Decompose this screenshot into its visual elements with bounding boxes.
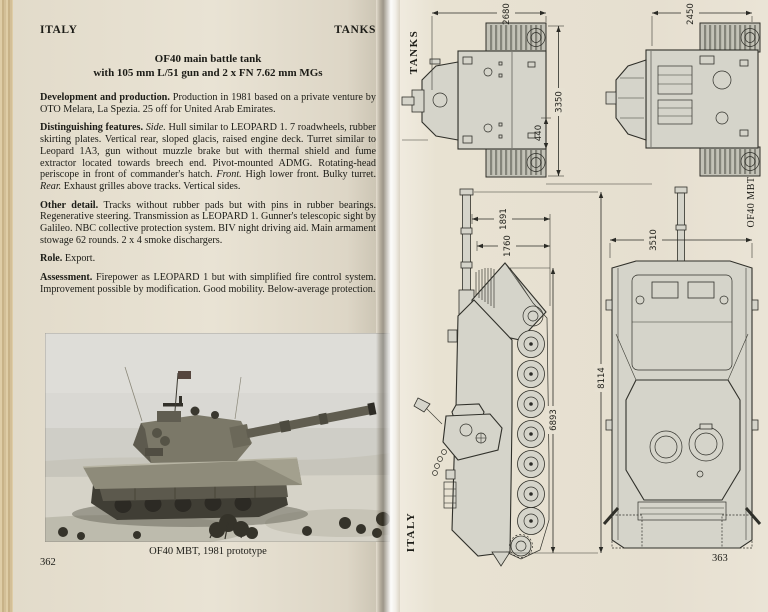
dim-1760: 1760 (476, 235, 550, 257)
svg-text:440: 440 (534, 125, 544, 141)
rotated-country-label: ITALY (405, 512, 417, 553)
dim-2450: 2450 (651, 3, 753, 46)
paragraph-other-detail: Other detail. Tracks without rubber pads… (40, 199, 376, 246)
photo-caption: OF40 MBT, 1981 prototype (149, 546, 267, 557)
dim-3350: 3350 (548, 25, 565, 177)
paragraph-assessment: Assessment. Firepower as LEOPARD 1 but w… (40, 272, 376, 295)
svg-text:8114: 8114 (597, 367, 607, 389)
header-country: ITALY (40, 24, 78, 36)
left-page: ITALY TANKS OF40 main battle tank with 1… (13, 0, 390, 612)
paragraph-development: Development and production. Production i… (40, 92, 376, 115)
dim-8114: 8114 (474, 191, 608, 554)
svg-text:3510: 3510 (649, 229, 659, 251)
dim-440: 440 (534, 117, 551, 149)
rotated-vehicle-label: OF40 MBT (746, 177, 757, 228)
paragraph-role: Role. Export. (40, 253, 96, 265)
side-view-drawing (413, 188, 550, 567)
technical-drawings: TANKS OF40 MBT ITALY 363 (401, 3, 762, 567)
tank-silhouette (82, 366, 377, 520)
rear-view-drawing (605, 22, 761, 177)
article-title-line2: with 105 mm L/51 gun and 2 x FN 7.62 mm … (93, 67, 323, 79)
plan-view-drawing (602, 186, 762, 549)
dim-6893: 6893 (508, 267, 560, 553)
book-page-edges (0, 0, 14, 612)
svg-text:6893: 6893 (549, 409, 559, 431)
page-number-left: 362 (40, 557, 56, 568)
dim-1891: 1891 (471, 208, 551, 306)
svg-text:3350: 3350 (555, 91, 565, 113)
svg-text:2450: 2450 (686, 3, 696, 25)
tank-photo (45, 333, 390, 542)
article-title-line1: OF40 main battle tank (154, 53, 262, 65)
book-gutter (376, 0, 400, 612)
article-body: Development and production. Production i… (40, 92, 376, 303)
paragraph-distinguishing-features: Distinguishing features. Side. Hull simi… (40, 122, 377, 192)
dim-3510: 3510 (609, 229, 753, 258)
gun-barrel (229, 402, 377, 449)
front-view-drawing (401, 22, 547, 178)
article-title: OF40 main battle tank with 105 mm L/51 g… (40, 52, 376, 80)
rotated-section-label: TANKS (408, 30, 420, 75)
svg-text:2680: 2680 (502, 3, 512, 25)
right-page: TANKS OF40 MBT ITALY 363 (400, 0, 768, 612)
page-header: ITALY TANKS (40, 24, 376, 36)
page-number-right: 363 (712, 553, 728, 564)
svg-text:1760: 1760 (503, 235, 513, 257)
svg-text:1891: 1891 (499, 208, 509, 230)
dim-2680: 2680 (431, 3, 547, 90)
header-section: TANKS (334, 24, 376, 36)
